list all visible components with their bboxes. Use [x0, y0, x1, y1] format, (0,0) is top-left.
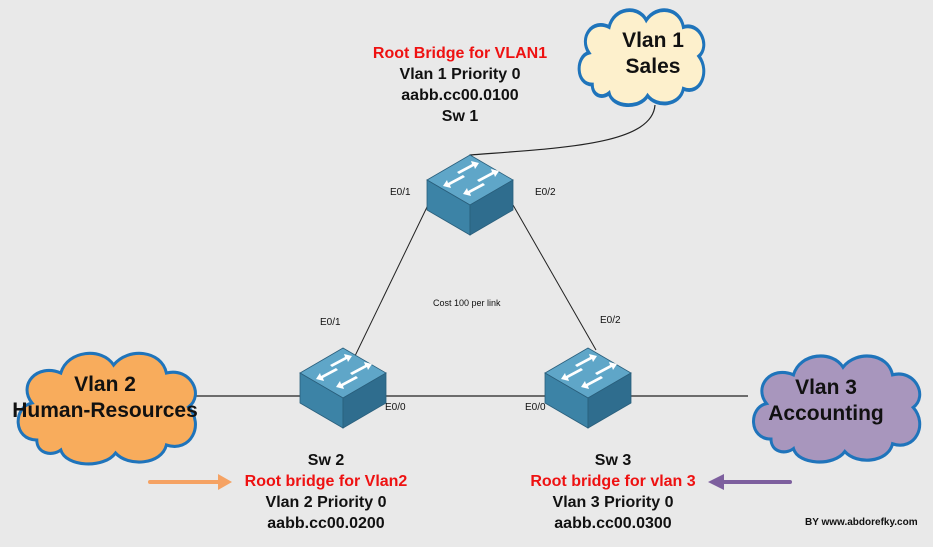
sw2-name: Sw 2: [307, 452, 345, 469]
switch-face: [469, 179, 514, 236]
sw2-info: Sw 2 Root bridge for Vlan2 Vlan 2 Priori…: [216, 450, 436, 534]
cloud-accounting-line2: Accounting: [768, 402, 884, 425]
credit-text: BY www.abdorefky.com: [805, 517, 918, 528]
cloud-sales-line1: Vlan 1: [622, 29, 684, 52]
sw2-port-up: E0/1: [320, 317, 341, 328]
switch-arrow: [350, 362, 372, 375]
switch-arrow: [463, 183, 485, 196]
switch-arrow: [561, 368, 583, 381]
cloud-vlan1-sales: [577, 8, 706, 107]
sw1-priority: Vlan 1 Priority 0: [399, 66, 521, 83]
switch-arrow: [443, 175, 465, 188]
cloud-shape: [16, 351, 197, 466]
cloud-vlan3-accounting: [752, 354, 922, 464]
sw2-mac: aabb.cc00.0200: [267, 515, 385, 532]
sw2-priority: Vlan 2 Priority 0: [265, 494, 387, 511]
switch-face: [342, 372, 387, 429]
cloud-sales-line2: Sales: [625, 55, 681, 78]
link-cost-label: Cost 100 per link: [433, 298, 501, 308]
switch-arrow: [457, 161, 479, 174]
switch-icon[interactable]: [544, 347, 632, 429]
sw1-port-right: E0/2: [535, 187, 556, 198]
sw1-info: Root Bridge for VLAN1 Vlan 1 Priority 0 …: [350, 43, 570, 127]
sw3-port-up: E0/2: [600, 315, 621, 326]
cloud-accounting-label: Vlan 3 Accounting: [756, 375, 896, 427]
arrow-left-head: [708, 474, 724, 490]
sw3-info: Sw 3 Root bridge for vlan 3 Vlan 3 Prior…: [503, 450, 723, 534]
sw2-root-label: Root bridge for Vlan2: [244, 473, 408, 490]
sw1-root-label: Root Bridge for VLAN1: [372, 45, 548, 62]
arrow-right-head: [218, 474, 232, 490]
sw3-priority: Vlan 3 Priority 0: [552, 494, 674, 511]
sw3-root-label: Root bridge for vlan 3: [530, 473, 696, 490]
switch-icon[interactable]: [426, 154, 514, 236]
cloud-accounting-line1: Vlan 3: [795, 376, 857, 399]
sw3-port-left: E0/0: [525, 402, 546, 413]
switch-arrow: [336, 376, 358, 389]
cloud-shape: [577, 8, 706, 107]
cloud-vlan2-hr: [16, 351, 197, 466]
switch-arrow: [330, 354, 352, 367]
switch-arrow: [575, 354, 597, 367]
switch-icon[interactable]: [299, 347, 387, 429]
cloud-shape: [752, 354, 922, 464]
switch-arrow: [477, 169, 499, 182]
sw1-name: Sw 1: [441, 108, 479, 125]
switch-arrow: [595, 362, 617, 375]
cloud-hr-line1: Vlan 2: [74, 373, 136, 396]
sw2-port-right: E0/0: [385, 402, 406, 413]
link-sw1-sw3: [512, 204, 597, 351]
sw1-port-left: E0/1: [390, 187, 411, 198]
cloud-sales-label: Vlan 1 Sales: [608, 28, 698, 80]
switch-face: [587, 372, 632, 429]
switch-arrow: [581, 376, 603, 389]
sw1-mac: aabb.cc00.0100: [401, 87, 519, 104]
sw3-mac: aabb.cc00.0300: [554, 515, 672, 532]
switch-arrow: [316, 368, 338, 381]
link-sales-sw1: [469, 104, 656, 172]
sw3-name: Sw 3: [594, 452, 632, 469]
cloud-hr-line2: Human-Resources: [12, 399, 198, 422]
cloud-hr-label: Vlan 2 Human-Resources: [10, 372, 200, 424]
link-sw1-sw2: [353, 204, 429, 359]
